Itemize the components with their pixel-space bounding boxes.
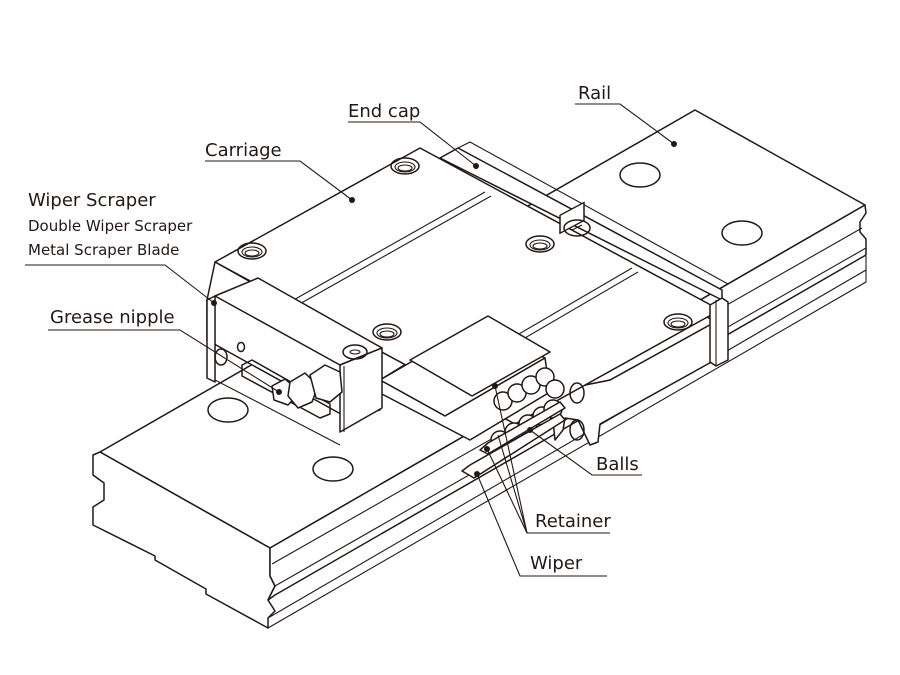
carriage-hole-1	[390, 157, 420, 175]
labels: Rail End cap Carriage Wiper Scraper Doub…	[28, 83, 639, 574]
label-carriage: Carriage	[205, 140, 282, 161]
grease-nipple	[271, 364, 343, 409]
carriage-hole-3	[525, 235, 555, 253]
rail-hole-1	[207, 397, 249, 423]
label-balls: Balls	[596, 454, 639, 475]
rail-hole-2	[312, 456, 354, 482]
carriage	[206, 141, 729, 479]
carriage-hole-2	[237, 242, 267, 260]
rail-hole-3	[619, 162, 661, 188]
leader-lines	[25, 103, 677, 577]
rail-hole-4	[721, 220, 763, 246]
label-retainer: Retainer	[535, 511, 611, 532]
label-end-cap: End cap	[348, 101, 420, 122]
label-metal-scraper-blade: Metal Scraper Blade	[28, 241, 179, 259]
label-double-wiper-scraper: Double Wiper Scraper	[28, 217, 193, 235]
end-cap	[439, 141, 729, 367]
label-wiper-scraper: Wiper Scraper	[28, 190, 156, 211]
carriage-hole-5	[663, 313, 693, 331]
label-grease-nipple: Grease nipple	[50, 307, 175, 328]
label-rail: Rail	[578, 83, 611, 104]
label-wiper: Wiper	[530, 553, 583, 574]
carriage-hole-4	[372, 323, 402, 341]
wiper	[461, 413, 566, 479]
retainer	[479, 401, 566, 455]
